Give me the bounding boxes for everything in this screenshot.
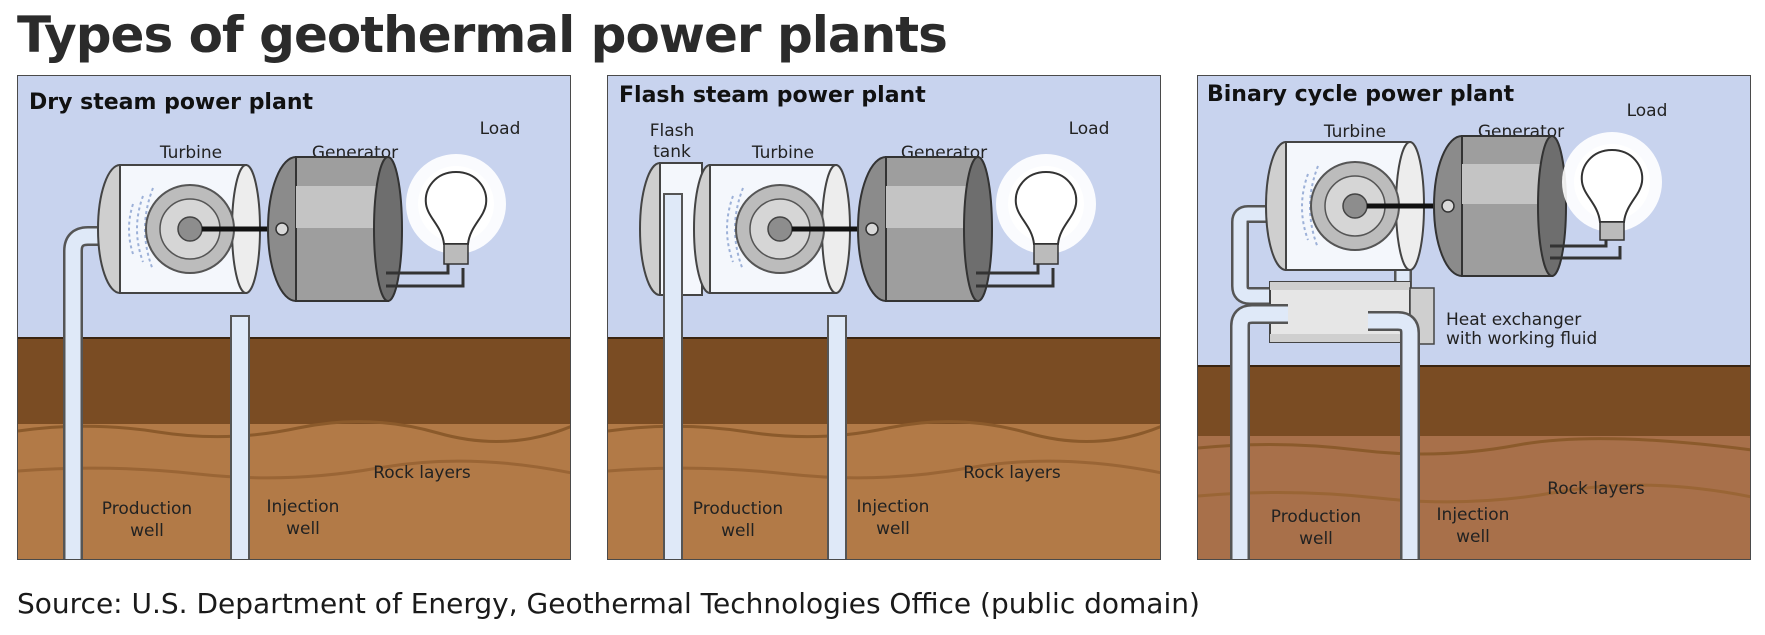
page-title: Types of geothermal power plants	[17, 6, 948, 64]
load-label: Load	[1069, 119, 1110, 139]
flash-steam-panel: Flash steam power plant Flash tank Turbi…	[607, 75, 1161, 560]
injection-well-label-line1: Injection	[857, 497, 930, 517]
production-pipe	[663, 193, 683, 559]
injection-well-label-line2: well	[876, 519, 910, 539]
panel-title: Dry steam power plant	[29, 90, 313, 115]
production-well-label-line2: well	[721, 521, 755, 541]
rock-layers-label: Rock layers	[373, 463, 471, 483]
panel-title: Binary cycle power plant	[1207, 82, 1515, 107]
injection-pipe	[827, 315, 847, 559]
topsoil-layer	[1198, 366, 1750, 436]
binary-cycle-panel: Binary cycle power plant Turbine Generat…	[1197, 75, 1751, 560]
flash-tank-label-line2: tank	[653, 142, 691, 162]
production-well-label-line1: Production	[102, 499, 192, 519]
heat-exchanger-label-line2: with working fluid	[1446, 329, 1597, 349]
heat-exchanger-label-line1: Heat exchanger	[1446, 310, 1581, 330]
turbine-label: Turbine	[1323, 122, 1386, 142]
injection-well-label-line1: Injection	[267, 497, 340, 517]
flash-steam-diagram: Flash steam power plant Flash tank Turbi…	[608, 76, 1160, 559]
production-well-label-line2: well	[1299, 529, 1333, 549]
dry-steam-panel: Dry steam power plant Turbine Generator …	[17, 75, 571, 560]
injection-pipe	[230, 315, 250, 559]
topsoil-layer	[608, 338, 1160, 424]
turbine-rotor	[735, 184, 825, 274]
injection-well-label-line2: well	[286, 519, 320, 539]
production-well-label-line1: Production	[693, 499, 783, 519]
rock-layers-label: Rock layers	[963, 463, 1061, 483]
turbine-label: Turbine	[159, 143, 222, 163]
dry-steam-diagram: Dry steam power plant Turbine Generator …	[18, 76, 570, 559]
binary-cycle-diagram: Binary cycle power plant Turbine Generat…	[1198, 76, 1750, 559]
turbine-label: Turbine	[751, 143, 814, 163]
production-well-label-line1: Production	[1271, 507, 1361, 527]
rock-layers-label: Rock layers	[1547, 479, 1645, 499]
load-label: Load	[480, 119, 521, 139]
load-label: Load	[1627, 101, 1668, 121]
topsoil-layer	[18, 338, 570, 424]
flash-tank-label-line1: Flash	[650, 121, 695, 141]
injection-well-label-line1: Injection	[1437, 505, 1510, 525]
generator-body	[885, 156, 979, 302]
source-caption: Source: U.S. Department of Energy, Geoth…	[17, 587, 1200, 620]
turbine-rotor	[145, 184, 235, 274]
production-well-label-line2: well	[130, 521, 164, 541]
injection-well-label-line2: well	[1456, 527, 1490, 547]
panel-title: Flash steam power plant	[619, 83, 926, 108]
